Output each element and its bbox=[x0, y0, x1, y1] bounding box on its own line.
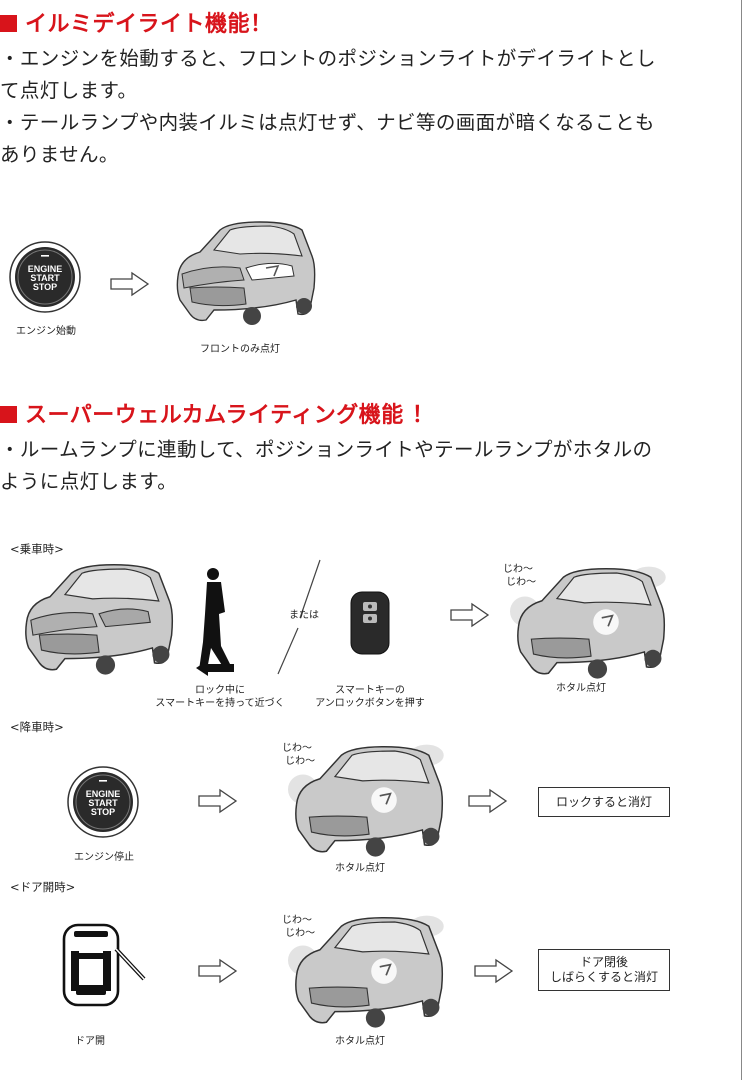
button-line: STOP bbox=[32, 282, 58, 292]
caption-front-only: フロントのみ点灯 bbox=[200, 344, 280, 355]
jiwa-text: じわ〜 じわ〜 bbox=[282, 743, 316, 767]
text-line: て点灯します。 bbox=[0, 79, 138, 102]
arrow-right-icon bbox=[198, 788, 238, 814]
arrow-right-icon bbox=[474, 958, 514, 984]
button-line: ENGINE bbox=[85, 789, 121, 799]
jiwa-text: じわ〜 じわ〜 bbox=[503, 564, 537, 588]
text-line: ように点灯します。 bbox=[0, 470, 178, 493]
section1-text: ・エンジンを始動すると、フロントのポジションライトがデイライトとし て点灯します… bbox=[0, 43, 742, 171]
arrow-left-icon bbox=[196, 660, 234, 676]
caption-hotaru: ホタル点灯 bbox=[335, 1036, 385, 1047]
red-square-icon bbox=[0, 15, 17, 32]
engine-stop-button-icon bbox=[67, 766, 139, 838]
section1-title: イルミデイライト機能！ bbox=[0, 6, 273, 38]
car-glowing-icon bbox=[288, 744, 444, 857]
caption-engine-start: エンジン始動 bbox=[16, 326, 76, 337]
arrow-right-icon bbox=[450, 602, 490, 628]
arrow-right-icon bbox=[468, 788, 508, 814]
engine-start-button-icon bbox=[9, 241, 81, 313]
caption-key: スマートキーの アンロックボタンを押す bbox=[315, 685, 425, 709]
arrow-right-icon bbox=[110, 271, 150, 297]
section2-text: ・ルームランプに連動して、ポジションライトやテールランプがホタルの ように点灯し… bbox=[0, 434, 742, 498]
button-line: ENGINE bbox=[27, 264, 63, 274]
car-glowing-icon bbox=[510, 566, 666, 679]
or-text: または bbox=[289, 610, 319, 621]
caption-engine-stop: エンジン停止 bbox=[74, 852, 134, 863]
button-line: STOP bbox=[90, 807, 116, 817]
walking-person-icon bbox=[199, 568, 231, 670]
button-line: START bbox=[30, 273, 60, 283]
result-box-lock: ロックすると消灯 bbox=[538, 787, 670, 817]
caption-door-open: ドア開 bbox=[75, 1036, 105, 1047]
divider-slash bbox=[277, 559, 321, 675]
result-box-door: ドア閉後 しばらくすると消灯 bbox=[538, 949, 670, 991]
alighting-label: <降車時> bbox=[10, 720, 64, 734]
boarding-label: <乗車時> bbox=[10, 542, 64, 556]
door-open-icon bbox=[62, 923, 146, 1007]
car-front-icon bbox=[176, 221, 316, 325]
text-line: ・エンジンを始動すると、フロントのポジションライトがデイライトとし bbox=[0, 47, 656, 70]
text-line: ・テールランプや内装イルミは点灯せず、ナビ等の画面が暗くなることも bbox=[0, 111, 655, 134]
arrow-right-icon bbox=[198, 958, 238, 984]
car-glowing-icon bbox=[288, 915, 444, 1028]
caption-walk: ロック中に スマートキーを持って近づく bbox=[155, 685, 285, 709]
red-square-icon bbox=[0, 406, 17, 423]
button-label: ENGINE START STOP bbox=[9, 265, 81, 292]
car-front-icon bbox=[25, 563, 174, 675]
caption-hotaru: ホタル点灯 bbox=[335, 863, 385, 874]
door-label: <ドア開時> bbox=[10, 880, 76, 894]
jiwa-text: じわ〜 じわ〜 bbox=[282, 915, 316, 939]
text-line: ありません。 bbox=[0, 143, 119, 166]
text-line: ・ルームランプに連動して、ポジションライトやテールランプがホタルの bbox=[0, 438, 653, 461]
button-label: ENGINE START STOP bbox=[67, 790, 139, 817]
caption-hotaru: ホタル点灯 bbox=[556, 683, 606, 694]
smart-key-icon bbox=[350, 591, 390, 655]
button-line: START bbox=[88, 798, 118, 808]
section2-title: スーパーウェルカムライティング機能 ！ bbox=[0, 397, 434, 429]
